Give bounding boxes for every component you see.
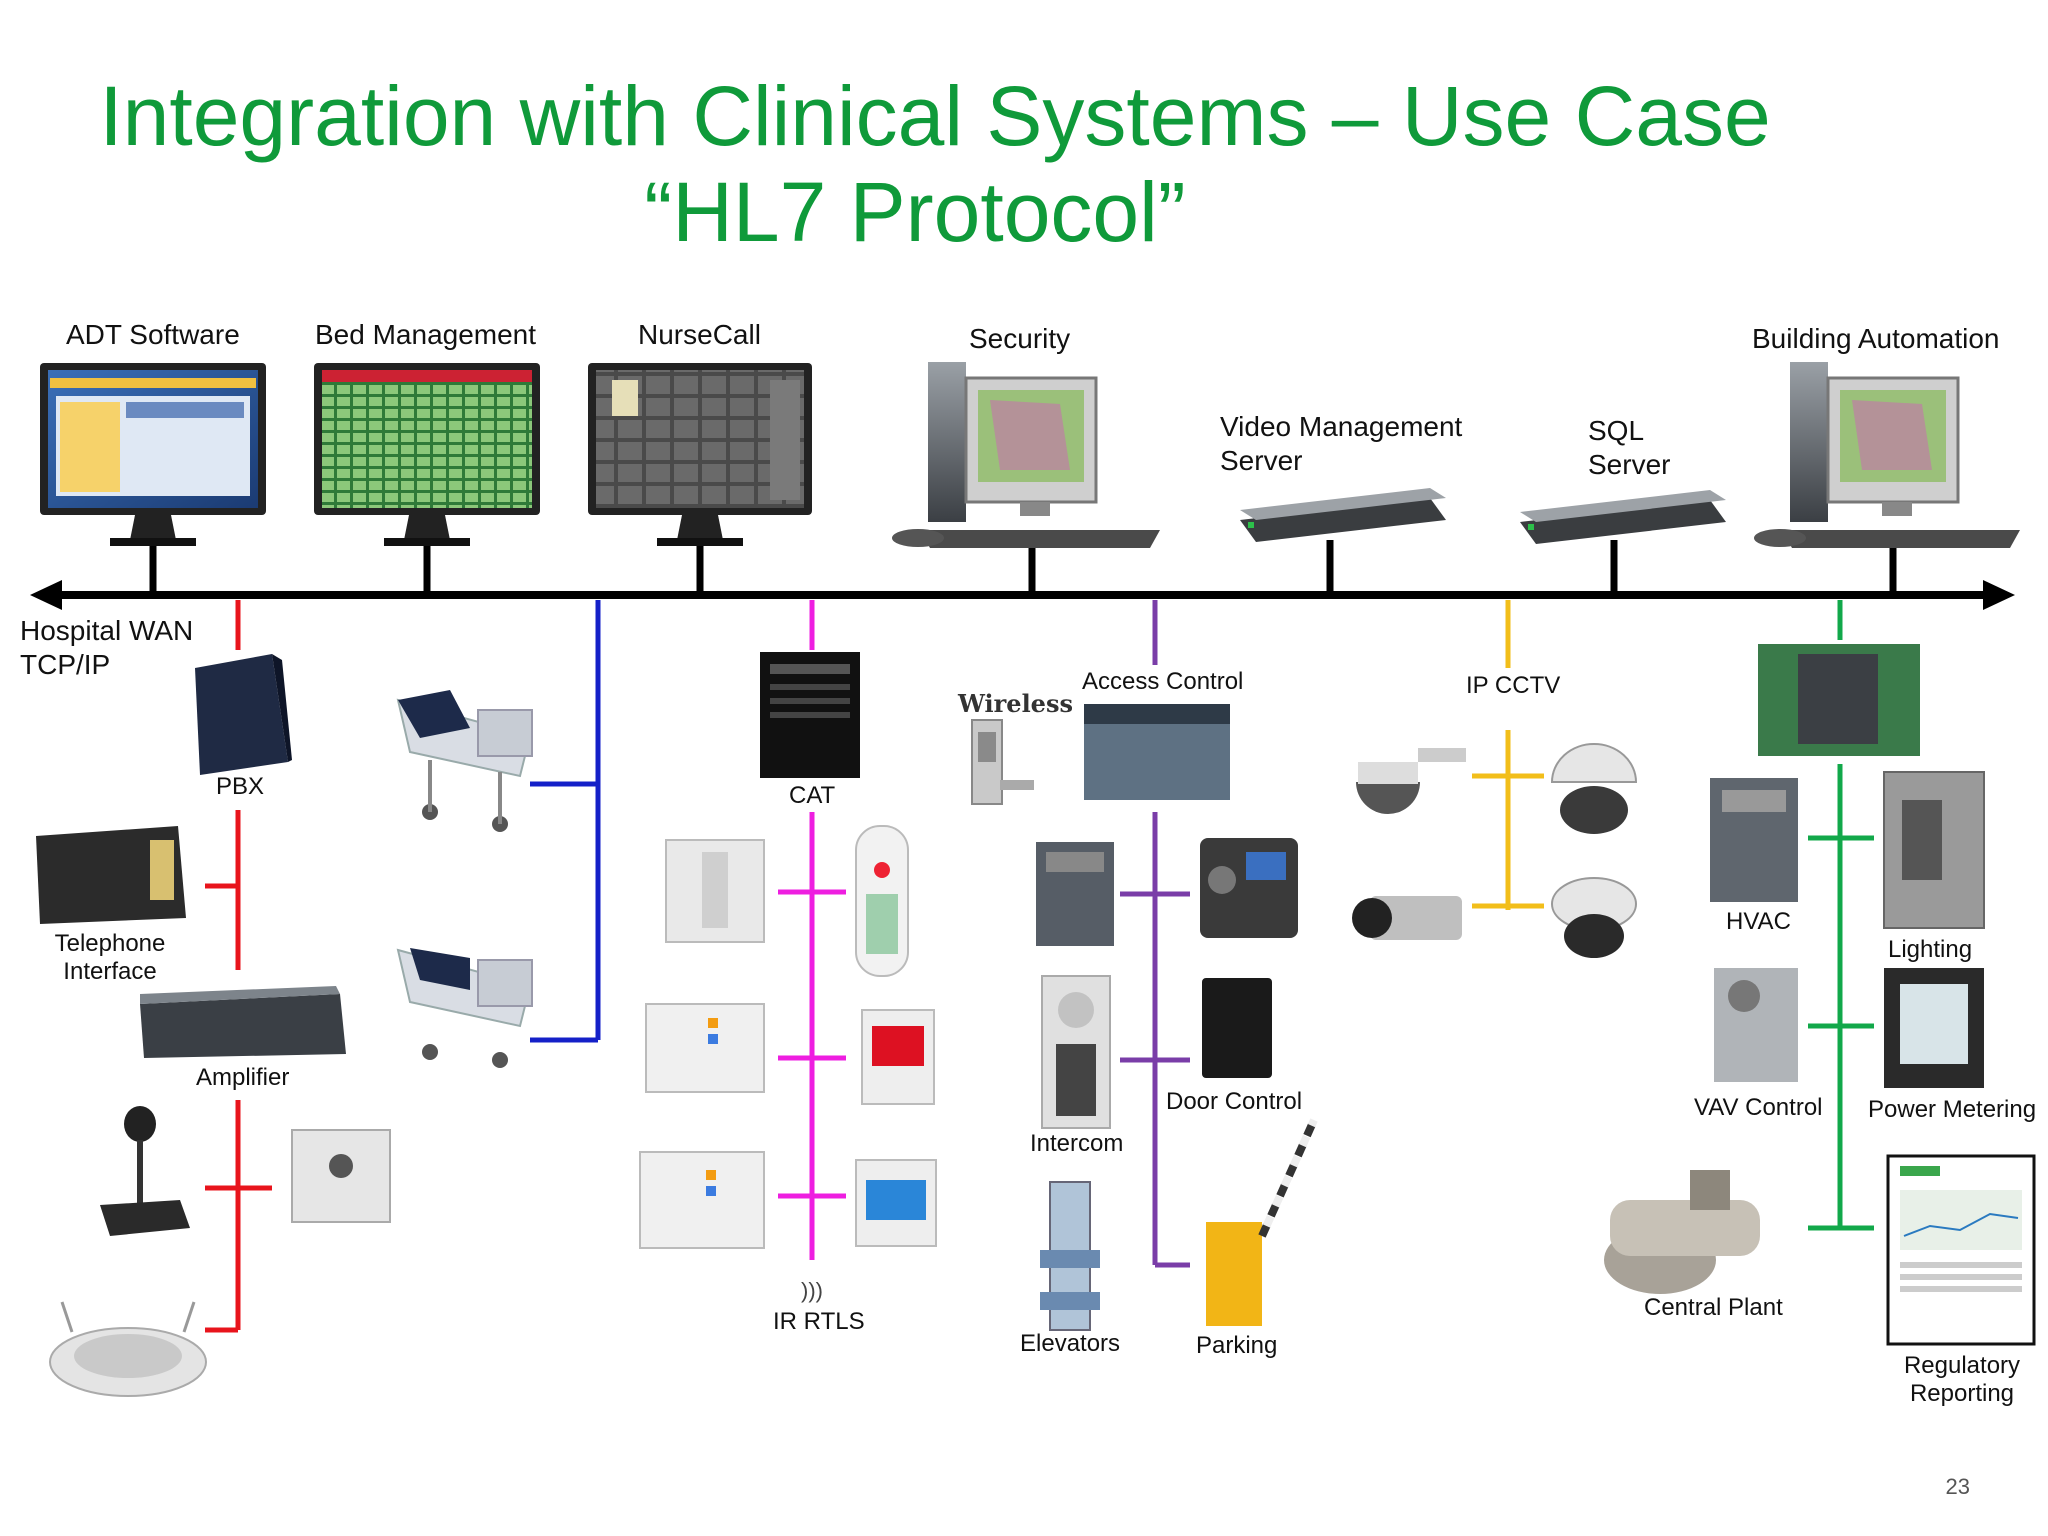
hospital-bed-icon-2 [396, 948, 533, 1068]
sql-server-icon [1520, 490, 1726, 544]
security-label: Security [969, 323, 1071, 354]
adt-label: ADT Software [66, 319, 240, 350]
biometric-reader-icon [1200, 838, 1298, 938]
lighting-label: Lighting [1888, 936, 1973, 963]
nursecall-branch [778, 600, 846, 1260]
lighting-panel-icon [1883, 771, 1985, 929]
dome-camera-icon-2 [1551, 877, 1637, 958]
pillow-speaker-icon [665, 839, 765, 943]
sql-label-line1: SQL [1588, 415, 1645, 446]
sql-label-line2: Server [1588, 449, 1671, 480]
amplifier-label: Amplifier [196, 1064, 290, 1091]
bed-management-monitor-icon [314, 363, 540, 546]
nursecall-label: NurseCall [638, 319, 761, 350]
access-control-panel-icon [1084, 704, 1230, 800]
power-meter-icon [1884, 968, 1984, 1088]
nursecall-monitor-icon [588, 363, 812, 546]
elevators-label: Elevators [1020, 1330, 1121, 1357]
cat-cabinet-icon [760, 652, 860, 778]
controller-icon [1036, 842, 1114, 946]
pbx-label: PBX [216, 773, 265, 800]
bed-branch [530, 600, 601, 1043]
video-management-server-icon [1240, 488, 1446, 542]
volume-control-icon [291, 1129, 391, 1223]
building-automation-workstation-icon [1754, 362, 2020, 548]
arrow-right-icon [1983, 580, 2015, 610]
microphone-icon [100, 1106, 190, 1236]
dome-light-icon [855, 1159, 937, 1247]
vav-actuator-icon [1714, 968, 1798, 1082]
cat-label: CAT [789, 782, 836, 809]
box-camera-icon [1352, 896, 1462, 940]
handset-remote-icon [855, 825, 909, 977]
ptz-camera-icon [1356, 748, 1466, 814]
telephone-interface-icon [36, 826, 186, 924]
building-automation-label: Building Automation [1752, 323, 2000, 354]
staff-station-icon [639, 1151, 765, 1249]
ip-cctv-label: IP CCTV [1466, 672, 1561, 699]
slide-subtitle: “HL7 Protocol” [644, 165, 1186, 259]
regulatory-report-icon [1886, 1154, 2036, 1346]
ir-rtls-label: IR RTLS [773, 1308, 865, 1335]
central-plant-icon [1604, 1170, 1760, 1294]
parking-gate-icon [1206, 1118, 1318, 1326]
vms-label-line2: Server [1220, 445, 1303, 476]
wan-label-line1: Hospital WAN [20, 615, 194, 646]
cctv-branch [1472, 600, 1544, 910]
power-metering-label: Power Metering [1868, 1096, 2037, 1123]
access-control-label: Access Control [1082, 668, 1244, 695]
wireless-lock-icon [971, 719, 1034, 805]
bas-controller-icon [1758, 644, 1920, 756]
vav-control-label: VAV Control [1694, 1094, 1823, 1121]
pull-cord-icon [861, 1009, 935, 1105]
hvac-label: HVAC [1726, 908, 1791, 935]
wireless-label: Wireless [958, 689, 1073, 718]
bed-management-label: Bed Management [315, 319, 537, 350]
pbx-icon [195, 654, 292, 775]
amplifier-icon [140, 986, 346, 1058]
central-plant-label: Central Plant [1644, 1294, 1783, 1321]
wan-backbone [30, 580, 2015, 610]
page-number: 23 [1945, 1474, 1970, 1499]
parking-label: Parking [1196, 1332, 1278, 1359]
card-reader-icon [1202, 978, 1272, 1078]
arrow-left-icon [30, 580, 62, 610]
security-workstation-icon [892, 362, 1160, 548]
adt-monitor-icon [40, 363, 266, 546]
telephone-interface-label-line1: Telephone [54, 930, 166, 957]
hvac-controller-icon [1710, 778, 1798, 902]
room-station-icon [645, 1003, 765, 1093]
ceiling-speaker-icon [49, 1301, 207, 1397]
door-control-label: Door Control [1166, 1088, 1303, 1115]
dome-camera-icon-1 [1550, 743, 1638, 834]
access-branch [1120, 600, 1190, 1268]
bas-branch [1808, 600, 1874, 1231]
regulatory-label-line1: Regulatory [1903, 1352, 2021, 1379]
top-drops [149, 540, 1897, 595]
ir-signal-icon: ))) [801, 1278, 823, 1303]
telephone-interface-label-line2: Interface [63, 958, 157, 985]
telephony-branch [205, 600, 272, 1333]
elevator-icon [1040, 1181, 1100, 1331]
wan-label-line2: TCP/IP [20, 649, 111, 680]
slide-title: Integration with Clinical Systems – Use … [99, 69, 1771, 163]
regulatory-label-line2: Reporting [1909, 1380, 2015, 1407]
vms-label-line1: Video Management [1220, 411, 1463, 442]
intercom-icon [1041, 975, 1111, 1129]
hospital-bed-icon-1 [396, 690, 533, 832]
intercom-label: Intercom [1030, 1130, 1124, 1157]
